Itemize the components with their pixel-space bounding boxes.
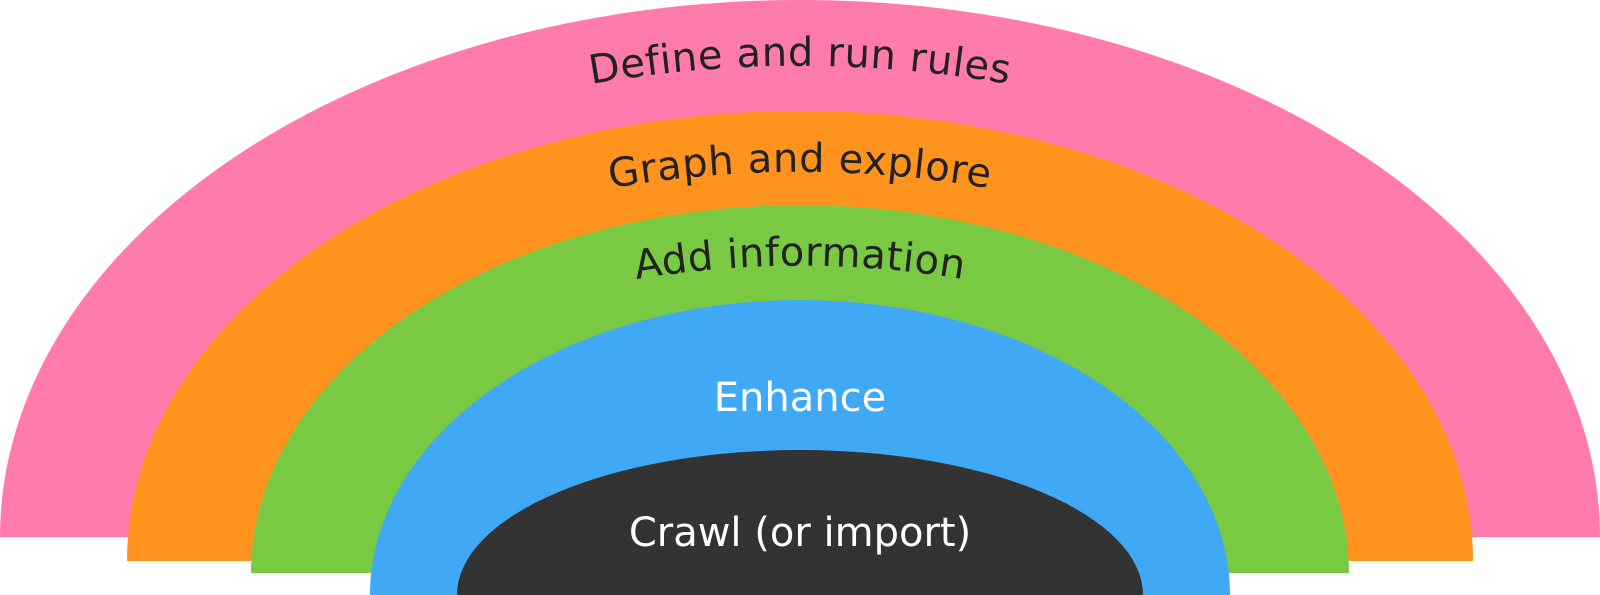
layer-crawl-core	[457, 450, 1143, 595]
layer-enhance-label: Enhance	[714, 375, 886, 421]
layer-crawl-label: Crawl (or import)	[629, 510, 971, 556]
